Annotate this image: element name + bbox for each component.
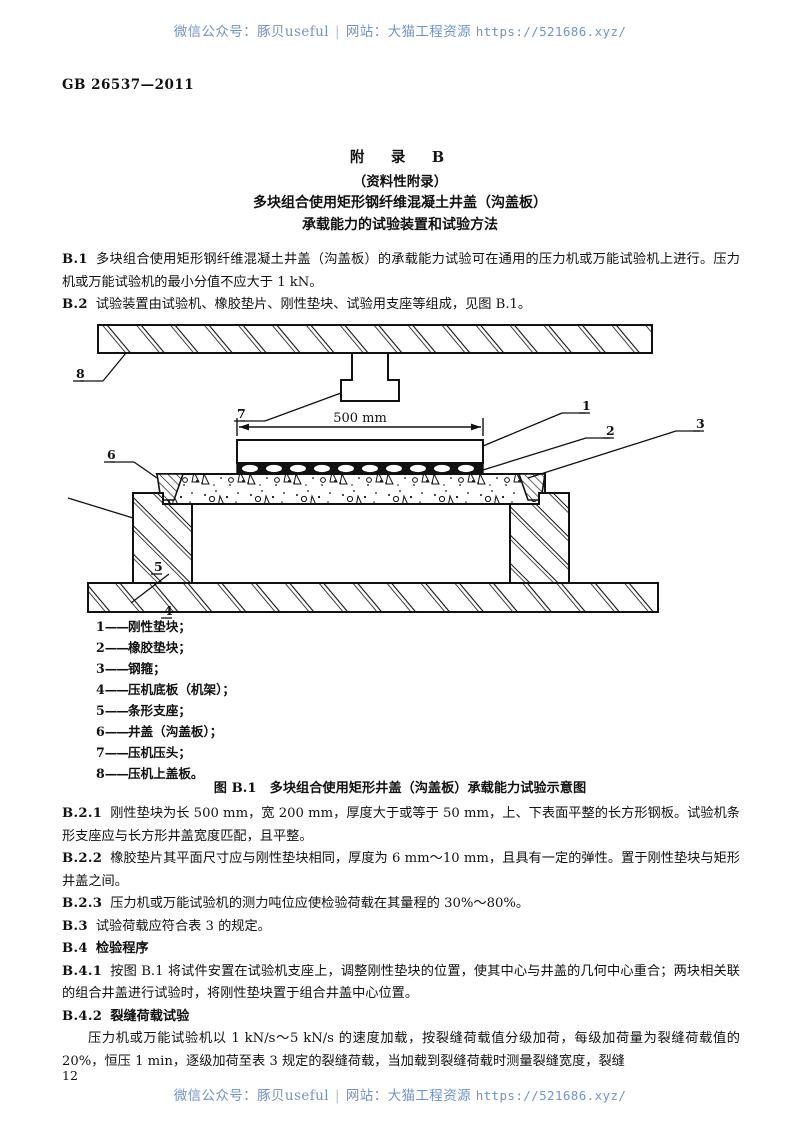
legend-item-1: 1——刚性垫块； <box>96 619 191 634</box>
legend-key-4: 4 <box>96 682 105 697</box>
legend-key-6: 6 <box>96 724 105 739</box>
paragraph-b41-number: B.4.1 <box>62 963 103 979</box>
legend-label-8: 压机上盖板。 <box>127 766 204 781</box>
watermark-bottom-url: https://521686.xyz/ <box>475 1088 627 1103</box>
figure-b1-diagram: 500 mm <box>62 318 740 623</box>
paragraph-b21-text: 刚性垫块为长 500 mm，宽 200 mm，厚度大于或等于 50 mm，上、下… <box>62 806 740 844</box>
standard-number: GB 26537—2011 <box>62 77 195 93</box>
paragraph-b22-number: B.2.2 <box>62 851 103 866</box>
annex-name-line1: 多块组合使用矩形钢纤维混凝土井盖（沟盖板） <box>253 195 547 211</box>
legend-item-8: 8——压机上盖板。 <box>96 766 204 781</box>
watermark-bottom-site-label: 网站： <box>345 1088 388 1104</box>
figure-callout-2: 2 <box>606 423 615 438</box>
paragraph-b23: B.2.3 压力机或万能试验机的测力吨位应使检验荷载在其量程的 30%～80%。 <box>62 893 740 916</box>
legend-key-3: 3 <box>96 661 105 676</box>
figure-part-rigid-pad <box>236 439 484 464</box>
annex-title: 附 录 B <box>349 149 451 166</box>
figure-part-upper-cover-plate <box>97 324 653 354</box>
paragraph-b42-number: B.4.2 <box>62 1008 103 1024</box>
legend-item-7: 7——压机压头； <box>96 745 191 760</box>
paragraph-b21-number: B.2.1 <box>62 806 103 821</box>
watermark-wechat-label: 微信公众号： <box>173 24 258 40</box>
paragraph-b41-text: 按图 B.1 将试件安置在试验机支座上，调整刚性垫块的位置，使其中心与井盖的几何… <box>62 963 740 1002</box>
annex-subtitle: （资料性附录） <box>352 174 448 190</box>
paragraph-b4-text: 检验程序 <box>95 941 149 956</box>
legend-item-5: 5——条形支座； <box>96 703 191 718</box>
watermark-site-label: 网站： <box>345 24 388 40</box>
legend-key-1: 1 <box>96 619 105 634</box>
figure-callout-8: 8 <box>76 366 85 381</box>
paragraph-b23-number: B.2.3 <box>62 896 103 911</box>
figure-caption: 图 B.1 多块组合使用矩形井盖（沟盖板）承载能力试验示意图 <box>213 781 587 796</box>
figure-dimension-500mm: 500 mm <box>236 411 484 436</box>
figure-part-base-plate <box>87 582 659 613</box>
paragraph-b2-number: B.2 <box>62 297 88 312</box>
watermark-bottom-wechat-value: 豚贝useful <box>257 1088 329 1104</box>
legend-item-3: 3——钢箍； <box>96 661 166 676</box>
legend-key-7: 7 <box>96 745 105 760</box>
page-number: 12 <box>62 1068 78 1083</box>
legend-label-1: 刚性垫块； <box>127 619 191 634</box>
figure-callout-7: 7 <box>237 406 246 421</box>
watermark-top: 微信公众号：豚贝useful | 网站：大猫工程资源 https://521686.… <box>0 20 800 40</box>
figure-callout-4: 4 <box>164 603 173 618</box>
paragraph-b1-text: 多块组合使用矩形钢纤维混凝土井盖（沟盖板）的承载能力试验可在通用的压力机或万能试… <box>62 252 740 290</box>
paragraph-b2-text: 试验装置由试验机、橡胶垫片、刚性垫块、试验用支座等组成，见图 B.1。 <box>95 297 532 312</box>
watermark-url: https://521686.xyz/ <box>475 24 627 39</box>
paragraph-b1-number: B.1 <box>62 252 88 267</box>
figure-callout-3: 3 <box>696 416 705 431</box>
figure-callout-1: 1 <box>582 398 591 413</box>
paragraph-b4: B.4 检验程序 <box>62 938 740 961</box>
legend-key-2: 2 <box>96 640 105 655</box>
annex-name-line2: 承载能力的试验装置和试验方法 <box>302 217 498 233</box>
figure-part-strip-bearing <box>132 492 570 584</box>
paragraph-b3-number: B.3 <box>62 918 88 934</box>
paragraph-b42-text: 裂缝荷载试验 <box>110 1008 190 1024</box>
figure-part-manhole-cover <box>155 473 546 505</box>
paragraph-b4-number: B.4 <box>62 941 88 956</box>
paragraph-b3-text: 试验荷载应符合表 3 的规定。 <box>95 918 271 934</box>
legend-label-3: 钢箍； <box>127 661 166 676</box>
figure-callout-5: 5 <box>154 559 163 574</box>
figure-part-press-head <box>340 352 400 402</box>
paragraph-b23-text: 压力机或万能试验机的测力吨位应使检验荷载在其量程的 30%～80%。 <box>110 896 530 911</box>
watermark-site-value: 大猫工程资源 <box>387 24 471 40</box>
figure-callout-6: 6 <box>107 447 116 462</box>
watermark-bottom-separator: | <box>334 1088 340 1104</box>
paragraph-b42-body: 压力机或万能试验机以 1 kN/s～5 kN/s 的速度加载，按裂缝荷载值分级加… <box>62 1031 740 1069</box>
legend-label-4: 压机底板（机架）； <box>127 682 235 697</box>
legend-item-6: 6——井盖（沟盖板）； <box>96 724 223 739</box>
watermark-bottom-site-value: 大猫工程资源 <box>387 1088 471 1104</box>
paragraph-b22-text: 橡胶垫片其平面尺寸应与刚性垫块相同，厚度为 6 mm～10 mm，且具有一定的弹… <box>62 851 740 889</box>
legend-label-2: 橡胶垫块； <box>127 640 191 655</box>
figure-legend: 1——刚性垫块； 2——橡胶垫块； 3——钢箍； 4——压机底板（机架）； 5—… <box>96 616 235 784</box>
legend-key-8: 8 <box>96 766 105 781</box>
legend-label-5: 条形支座； <box>127 703 191 718</box>
figure-callout-numbers: 8 7 6 5 1 2 3 4 <box>76 366 705 618</box>
legend-key-5: 5 <box>96 703 105 718</box>
legend-label-6: 井盖（沟盖板）； <box>127 724 223 739</box>
paragraph-b42: B.4.2 裂缝荷载试验 <box>62 1006 740 1029</box>
watermark-separator: | <box>334 24 340 40</box>
legend-item-2: 2——橡胶垫块； <box>96 640 191 655</box>
paragraph-b2: B.2 试验装置由试验机、橡胶垫片、刚性垫块、试验用支座等组成，见图 B.1。 <box>62 294 740 317</box>
paragraph-b3: B.3 试验荷载应符合表 3 的规定。 <box>62 916 740 939</box>
figure-part-rubber-pad <box>236 462 484 475</box>
figure-dimension-label: 500 mm <box>333 411 387 426</box>
legend-item-4: 4——压机底板（机架）； <box>96 682 235 697</box>
watermark-wechat-value: 豚贝useful <box>257 24 329 40</box>
legend-label-7: 压机压头； <box>127 745 191 760</box>
figure-callout-underlines <box>73 380 704 619</box>
watermark-bottom: 微信公众号：豚贝useful | 网站：大猫工程资源 https://521686.… <box>0 1084 800 1104</box>
watermark-bottom-wechat-label: 微信公众号： <box>173 1088 258 1104</box>
